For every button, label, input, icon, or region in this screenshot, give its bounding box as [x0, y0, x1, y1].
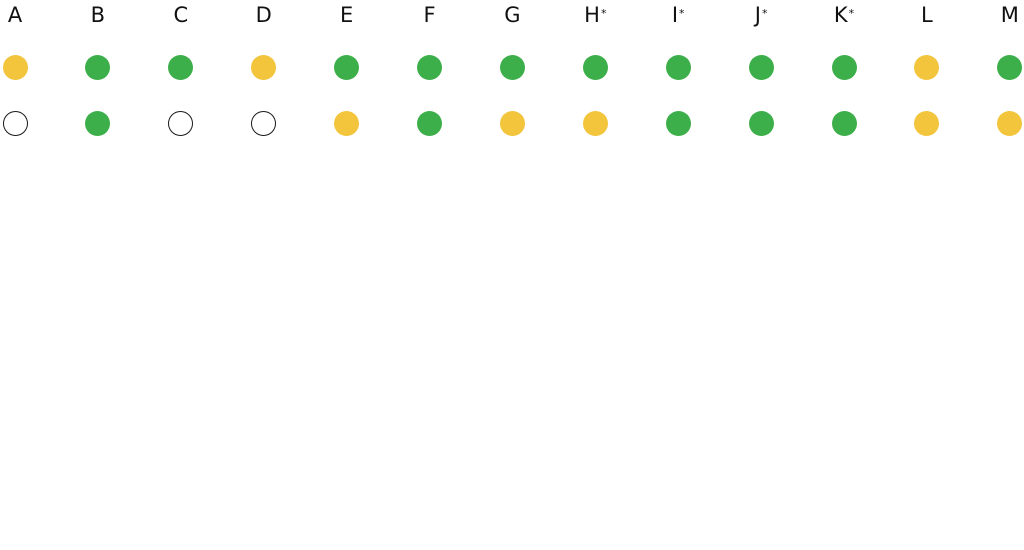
column-label: D	[255, 3, 272, 27]
column-label: H	[584, 3, 600, 27]
status-dot-green	[665, 54, 691, 80]
column-header-l: L	[897, 2, 957, 28]
column-label: L	[921, 3, 933, 27]
column-label: G	[504, 3, 521, 27]
status-dot-green	[85, 54, 111, 80]
status-dot-green	[334, 54, 360, 80]
column-header-i: I*	[648, 2, 708, 28]
status-dot-green	[582, 54, 608, 80]
asterisk-mark: *	[679, 7, 685, 20]
status-dot-yellow	[914, 110, 940, 136]
status-dot-empty	[251, 110, 277, 136]
asterisk-mark: *	[761, 7, 768, 20]
column-label: C	[173, 3, 189, 27]
status-dot-green	[417, 110, 442, 136]
status-dot-green	[748, 110, 774, 136]
column-label: J	[754, 3, 761, 27]
column-label: I	[671, 3, 679, 27]
status-dot-green	[85, 110, 111, 136]
status-dot-yellow	[582, 110, 608, 136]
column-label: K	[833, 3, 848, 27]
status-dot-green	[748, 54, 774, 80]
column-header-m: M	[980, 2, 1024, 28]
status-dot-green	[417, 54, 442, 80]
status-dot-yellow	[499, 110, 525, 136]
column-header-c: C	[151, 2, 211, 28]
status-dot-empty	[168, 110, 194, 136]
asterisk-mark: *	[600, 7, 607, 20]
status-dot-green	[831, 54, 857, 80]
column-header-f: F	[400, 2, 460, 28]
status-dot-green	[997, 54, 1023, 80]
column-header-g: G	[482, 2, 542, 28]
column-label: A	[7, 3, 23, 27]
status-dot-green	[665, 110, 691, 136]
status-dot-yellow	[334, 110, 360, 136]
column-label: E	[339, 3, 354, 27]
column-header-h: H*	[565, 2, 625, 28]
column-label: B	[90, 3, 106, 27]
column-header-j: J*	[731, 2, 791, 28]
column-header-d: D	[234, 2, 294, 28]
status-dot-yellow	[914, 54, 940, 80]
status-dot-yellow	[2, 54, 28, 80]
column-label: F	[423, 3, 436, 27]
column-header-a: A	[0, 2, 45, 28]
status-dot-empty	[2, 110, 28, 136]
status-dot-yellow	[251, 54, 277, 80]
status-dot-green	[831, 110, 857, 136]
column-header-e: E	[317, 2, 377, 28]
asterisk-mark: *	[848, 7, 855, 20]
status-dot-green	[499, 54, 525, 80]
column-header-b: B	[68, 2, 128, 28]
status-dot-green	[168, 54, 194, 80]
column-label: M	[1000, 3, 1019, 27]
status-dot-yellow	[997, 110, 1023, 136]
column-header-k: K*	[814, 2, 874, 28]
